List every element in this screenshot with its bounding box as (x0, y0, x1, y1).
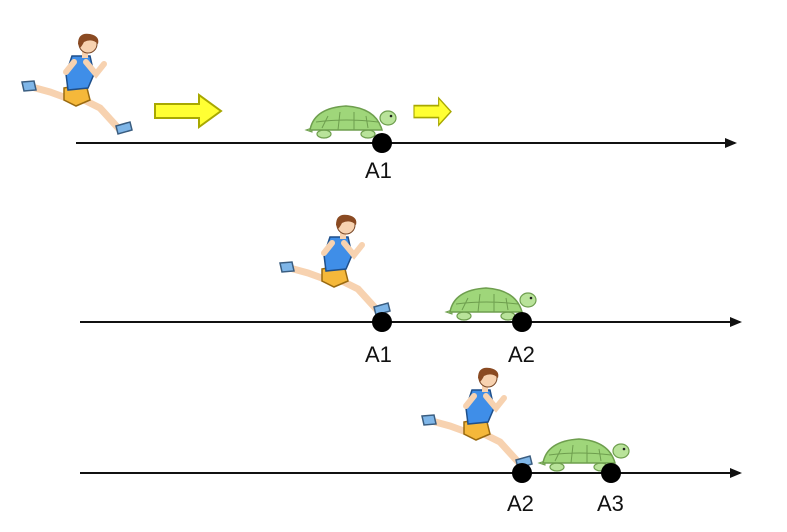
point-label: A3 (597, 491, 624, 516)
point-marker (372, 133, 392, 153)
point-label: A2 (508, 342, 535, 367)
point-marker (512, 312, 532, 332)
runner-icon (280, 215, 390, 315)
point-marker (372, 312, 392, 332)
point-label: A1 (365, 158, 392, 183)
runner-icon (422, 368, 532, 468)
point-label: A1 (365, 342, 392, 367)
row-2: A1 A2 (80, 215, 742, 367)
yellow-arrow-icon (154, 94, 222, 128)
row-1: A1 (22, 34, 737, 183)
row-3: A2 A3 (80, 368, 742, 516)
yellow-arrow-icon (413, 97, 452, 127)
runner-icon (22, 34, 132, 134)
point-marker (601, 463, 621, 483)
point-marker (512, 463, 532, 483)
point-label: A2 (507, 491, 534, 516)
